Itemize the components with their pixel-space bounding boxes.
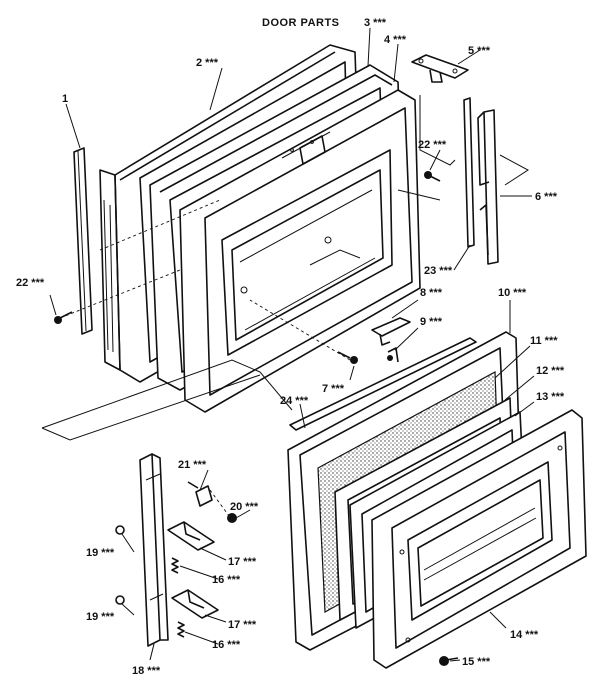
label-part-5: 5 *** [468,45,491,57]
label-part-19-lower: 19 *** [86,611,115,623]
label-part-9: 9 *** [420,316,443,328]
part-21-bolt [187,481,213,507]
part-4-inner-door-panel [179,89,421,413]
label-part-18: 18 *** [132,665,161,677]
leader-lines [49,27,535,662]
label-part-23: 23 *** [424,265,453,277]
part-15-screw [439,656,459,666]
part-16-spring-upper [171,557,179,574]
label-part-22-left: 22 *** [16,277,45,289]
label-part-16-upper: 16 *** [212,574,241,586]
callout-labels: 1 2 *** 3 *** 4 *** 5 *** 6 *** 7 *** 8 … [16,17,565,677]
label-part-6: 6 *** [535,191,558,203]
part-17-hinge-lower [171,589,219,619]
label-part-11: 11 *** [530,335,558,347]
part-24-gasket-strip [289,337,477,431]
part-23-vertical-rod [463,97,475,248]
label-part-3: 3 *** [364,17,387,29]
label-part-10: 10 *** [498,287,527,299]
label-part-12: 12 *** [536,365,565,377]
label-part-13: 13 *** [536,391,565,403]
label-part-17-upper: 17 *** [228,556,257,568]
diagram-title: DOOR PARTS [262,17,340,29]
label-part-7: 7 *** [322,383,345,395]
part-9-screw [387,347,399,363]
label-part-19-upper: 19 *** [86,547,115,559]
part-22-screw-left [54,311,73,324]
part-20-nut [227,513,237,523]
label-part-4: 4 *** [384,34,407,46]
label-part-15: 15 *** [462,656,491,668]
label-part-22-top: 22 *** [418,139,447,151]
label-part-14: 14 *** [510,629,539,641]
part-6-right-bracket [477,109,499,265]
part-14-outer-door-panel [371,409,587,669]
label-part-2: 2 *** [196,57,219,69]
label-part-16-lower: 16 *** [212,639,241,651]
label-part-24: 24 *** [280,395,309,407]
part-19-washer-upper [115,525,125,535]
label-part-8: 8 *** [420,287,443,299]
part-5-hinge-bracket [411,54,469,83]
part-22-screw-top [424,171,441,182]
part-18-hinge-rail [139,453,169,647]
part-1-side-strip [73,147,93,335]
part-19-washer-lower [115,595,125,605]
part-16-spring-lower [177,621,185,638]
part-7-screw [337,351,358,364]
label-part-21: 21 *** [178,459,207,471]
label-part-20: 20 *** [230,501,259,513]
part-17-hinge-upper [167,521,215,551]
label-part-1: 1 [62,93,68,105]
part-8-bracket [371,317,411,346]
label-part-17-lower: 17 *** [228,619,257,631]
